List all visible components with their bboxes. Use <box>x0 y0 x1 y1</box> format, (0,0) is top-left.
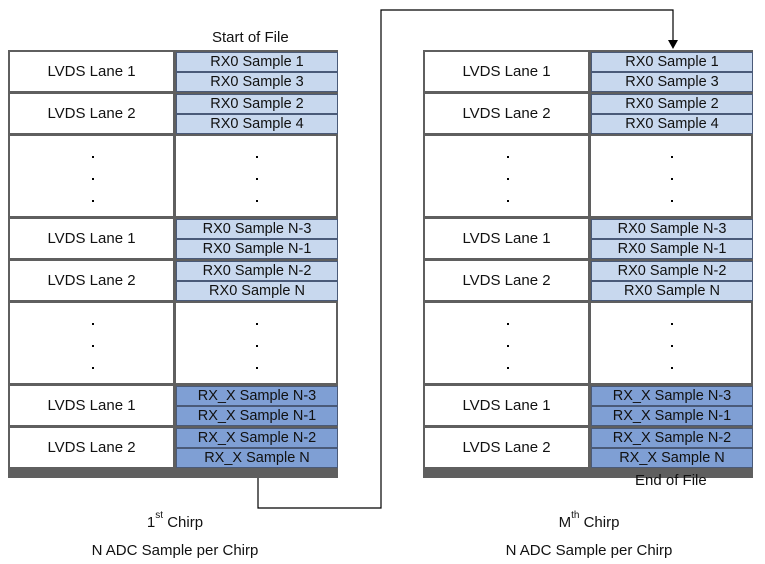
sample-cell: RX_X Sample N <box>591 448 753 468</box>
sample-cell: RX0 Sample 1 <box>591 52 753 72</box>
chirp-m-table: LVDS Lane 1 LVDS Lane 2 LVDS Lane 1 LVDS… <box>423 50 753 478</box>
sample-cell: RX0 Sample N-3 <box>591 219 753 239</box>
sample-cell: RX0 Sample 2 <box>176 94 338 114</box>
lane-label: LVDS Lane 2 <box>10 428 173 467</box>
lane-label: LVDS Lane 2 <box>425 94 588 133</box>
chirp-1-caption: 1st Chirp <box>70 510 280 531</box>
lane-label: LVDS Lane 1 <box>10 386 173 425</box>
ellipsis-block <box>591 303 751 383</box>
caption-sup: th <box>571 510 580 521</box>
sample-cell: RX0 Sample 2 <box>591 94 753 114</box>
caption-suffix: Chirp <box>163 514 204 531</box>
chirp-1-table: LVDS Lane 1 LVDS Lane 2 LVDS Lane 1 LVDS… <box>8 50 338 478</box>
ellipsis-block <box>425 136 588 216</box>
lane-label: LVDS Lane 1 <box>425 52 588 91</box>
lane-label: LVDS Lane 2 <box>425 428 588 467</box>
lane-label: LVDS Lane 1 <box>10 219 173 258</box>
start-of-file-label: Start of File <box>212 29 289 46</box>
arrow-head-icon <box>668 40 678 49</box>
sample-cell: RX0 Sample N-3 <box>176 219 338 239</box>
chirp-m-caption: Mth Chirp <box>484 510 694 531</box>
lane-label: LVDS Lane 1 <box>10 52 173 91</box>
caption-prefix: M <box>558 514 572 531</box>
ellipsis-block <box>425 303 588 383</box>
sample-cell: RX0 Sample N-2 <box>591 261 753 281</box>
lane-label: LVDS Lane 2 <box>10 261 173 300</box>
sample-cell: RX_X Sample N-1 <box>176 406 338 426</box>
caption-sup: st <box>155 510 164 521</box>
chirp-m-subcaption: N ADC Sample per Chirp <box>505 542 673 559</box>
caption-suffix: Chirp <box>579 514 620 531</box>
chirp-1-subcaption: N ADC Sample per Chirp <box>91 542 259 559</box>
sample-cell: RX0 Sample N-1 <box>591 239 753 259</box>
lane-label: LVDS Lane 1 <box>425 386 588 425</box>
sample-cell: RX_X Sample N-3 <box>591 386 753 406</box>
ellipsis-block <box>10 136 173 216</box>
lane-label: LVDS Lane 2 <box>425 261 588 300</box>
sample-cell: RX0 Sample 3 <box>176 72 338 92</box>
ellipsis-block <box>591 136 751 216</box>
ellipsis-block <box>176 136 336 216</box>
sample-cell: RX0 Sample 3 <box>591 72 753 92</box>
ellipsis-block <box>10 303 173 383</box>
sample-cell: RX_X Sample N-2 <box>591 428 753 448</box>
sample-cell: RX_X Sample N-3 <box>176 386 338 406</box>
lane-label: LVDS Lane 2 <box>10 94 173 133</box>
sample-cell: RX0 Sample N-2 <box>176 261 338 281</box>
caption-prefix: 1 <box>146 514 156 531</box>
ellipsis-block <box>176 303 336 383</box>
sample-cell: RX0 Sample 4 <box>176 114 338 134</box>
sample-cell: RX_X Sample N-2 <box>176 428 338 448</box>
end-of-file-label: End of File <box>635 472 707 489</box>
sample-cell: RX_X Sample N <box>176 448 338 468</box>
sample-cell: RX0 Sample 1 <box>176 52 338 72</box>
sample-cell: RX0 Sample N-1 <box>176 239 338 259</box>
lane-label: LVDS Lane 1 <box>425 219 588 258</box>
sample-cell: RX0 Sample N <box>591 281 753 301</box>
sample-cell: RX0 Sample N <box>176 281 338 301</box>
sample-cell: RX_X Sample N-1 <box>591 406 753 426</box>
sample-cell: RX0 Sample 4 <box>591 114 753 134</box>
